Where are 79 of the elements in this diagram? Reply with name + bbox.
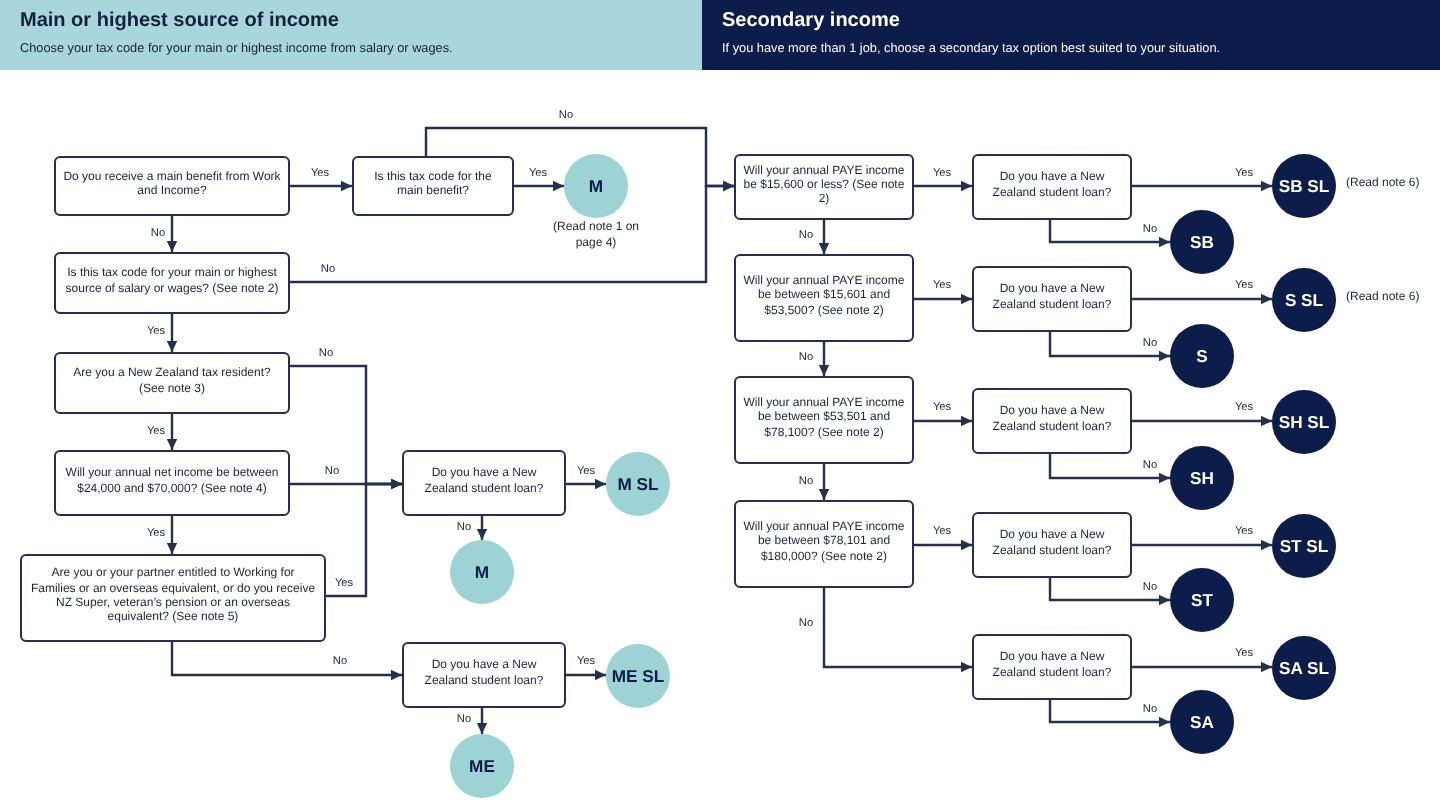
arrow [476,516,488,540]
arrow [1132,293,1272,305]
heading: Secondary income [722,10,902,35]
tax-code-label: S [1196,346,1208,366]
tax-code-circle [1170,324,1234,388]
tax-code-circle [606,643,670,707]
decision-box [54,450,290,516]
decision-box [734,254,914,342]
decision-box [734,500,914,588]
arrow [566,478,606,490]
arrow [914,293,972,305]
arrow [476,708,488,734]
arrow [1132,661,1272,673]
decision-box [734,154,914,220]
arrow [514,180,564,192]
tax-code-label: ME [469,756,495,776]
arrow [290,180,734,284]
decision-box [402,450,566,516]
header-band [0,0,702,70]
arrow [1048,700,1170,728]
tax-code-circle [450,540,514,604]
arrow [818,342,830,376]
arrow [914,415,972,427]
decision-box [54,156,290,216]
arrow [1132,180,1272,192]
arrow [170,642,402,681]
arrow [166,516,178,554]
tax-code-label: SB SL [1278,176,1330,196]
tax-code-label: SB [1190,232,1214,252]
arrow [818,464,830,500]
heading: Main or highest source of income [20,10,341,35]
tax-code-circle [606,452,670,516]
arrow [566,669,606,681]
decision-box [20,554,326,642]
decision-box [972,266,1132,332]
arrow [1048,578,1170,606]
tax-code-label: SA [1190,712,1214,732]
arrow [166,216,178,252]
tax-code-circle [1170,446,1234,510]
tax-code-circle [1170,210,1234,274]
tax-code-label: M [474,562,490,582]
arrow [290,180,352,192]
tax-code-label: ST SL [1279,535,1329,555]
tax-code-label: M [588,176,604,196]
decision-box [54,352,290,414]
arrow [166,414,178,450]
decision-box [402,642,566,708]
arrow [1048,220,1170,248]
tax-code-label: SH [1190,468,1214,488]
arrow [166,314,178,352]
tax-code-label: ST [1191,590,1213,610]
decision-box [972,634,1132,700]
decision-box [972,512,1132,578]
arrow [1048,454,1170,484]
tax-code-label: S SL [1284,289,1324,309]
arrow [914,539,972,551]
tax-code-label: SA SL [1279,657,1329,677]
tax-code-label: M SL [617,474,659,494]
tax-code-circle [450,734,514,798]
tax-code-circle [1272,635,1336,699]
arrow [1132,415,1272,427]
arrow [914,180,972,192]
decision-box [734,376,914,464]
arrow [326,478,402,598]
decision-box [54,252,290,314]
tax-code-circle [1272,513,1336,577]
arrow [822,588,972,673]
tax-code-label: SH SL [1278,411,1330,431]
tax-code-circle [1170,568,1234,632]
arrow [818,220,830,254]
decision-box [352,156,514,216]
tax-code-circle [1170,690,1234,754]
decision-box [972,388,1132,454]
header-band [702,0,1440,70]
tax-code-label: ME SL [611,665,665,685]
arrow [1132,539,1272,551]
arrow [1048,332,1170,362]
tax-code-circle [1272,389,1336,453]
decision-box [972,154,1132,220]
